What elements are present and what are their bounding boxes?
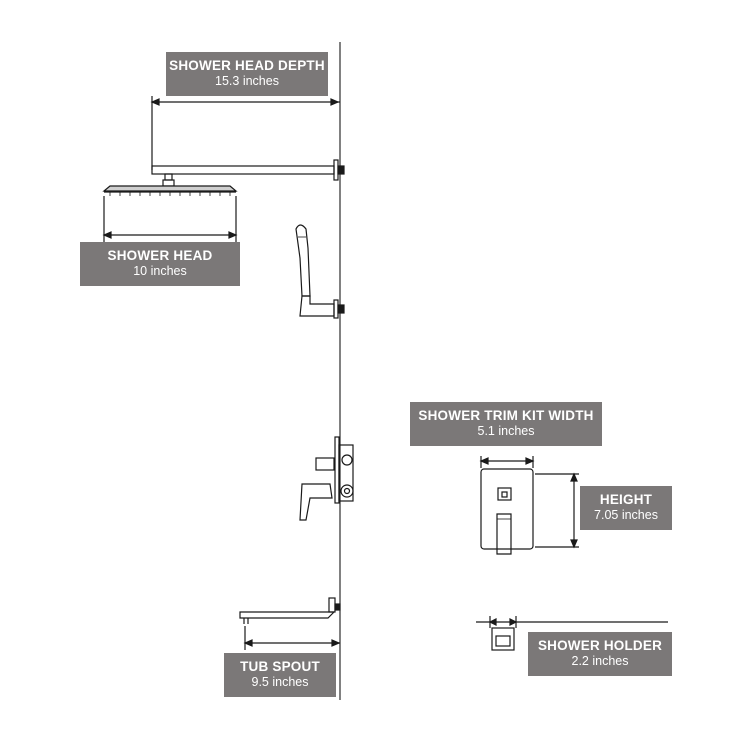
label-shower-head: SHOWER HEAD 10 inches xyxy=(80,242,240,286)
hand-shower xyxy=(295,224,345,319)
shower-head-depth-dimension xyxy=(150,96,340,170)
label-trim-kit-width: SHOWER TRIM KIT WIDTH 5.1 inches xyxy=(410,402,602,446)
rain-shower-head xyxy=(102,185,238,196)
shower-head-value: 10 inches xyxy=(133,264,187,278)
height-value: 7.05 inches xyxy=(594,508,658,522)
tub-spout-dimension xyxy=(243,626,341,650)
shower-holder xyxy=(476,616,668,651)
trim-plate xyxy=(480,468,534,555)
shower-holder-title: SHOWER HOLDER xyxy=(537,638,663,653)
label-tub-spout: TUB SPOUT 9.5 inches xyxy=(224,653,336,697)
trim-kit-width-title: SHOWER TRIM KIT WIDTH xyxy=(418,408,594,423)
tub-spout-title: TUB SPOUT xyxy=(240,659,320,674)
trim-height-dimension xyxy=(535,472,579,549)
shower-arm xyxy=(151,159,345,187)
trim-kit-width-value: 5.1 inches xyxy=(477,424,535,438)
shower-head-title: SHOWER HEAD xyxy=(107,248,213,263)
valve-mixer xyxy=(299,436,354,521)
shower-head-depth-title: SHOWER HEAD DEPTH xyxy=(169,58,325,73)
tub-spout-value: 9.5 inches xyxy=(251,675,309,689)
shower-holder-value: 2.2 inches xyxy=(571,654,629,668)
label-shower-holder: SHOWER HOLDER 2.2 inches xyxy=(528,632,672,676)
shower-head-depth-value: 15.3 inches xyxy=(215,74,279,88)
trim-width-dimension xyxy=(479,456,535,468)
height-title: HEIGHT xyxy=(599,492,653,507)
label-height: HEIGHT 7.05 inches xyxy=(580,486,672,530)
shower-head-dimension xyxy=(102,196,238,242)
tub-spout xyxy=(239,597,341,624)
label-shower-head-depth: SHOWER HEAD DEPTH 15.3 inches xyxy=(166,52,328,96)
